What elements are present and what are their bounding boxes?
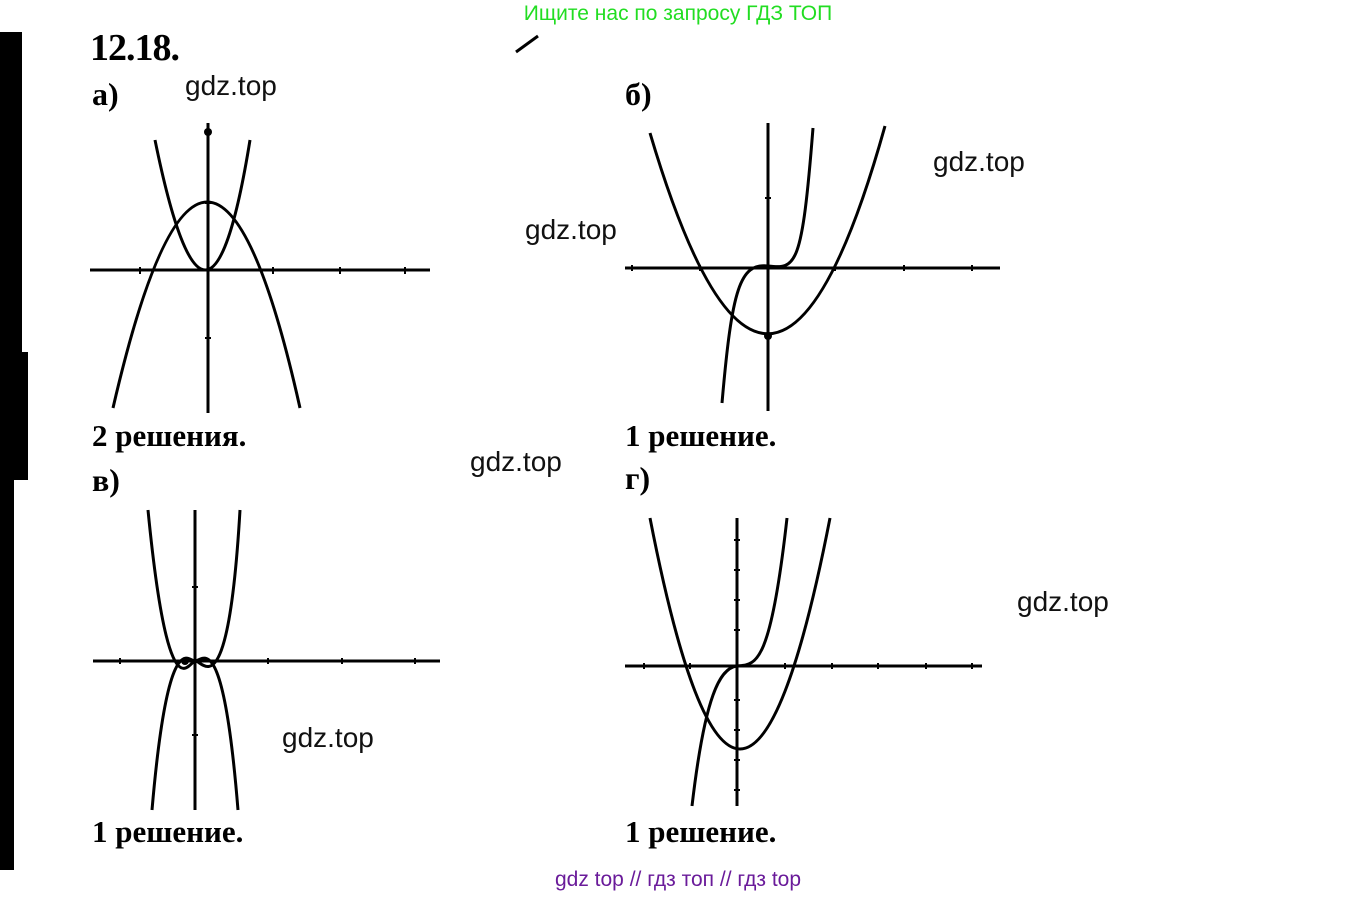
part-c-label: в) [92, 462, 120, 498]
curve-cubic [720, 127, 815, 404]
scan-edge-artifact [0, 352, 28, 480]
promo-banner[interactable]: Ищите нас по запросу ГДЗ ТОП [523, 2, 833, 25]
problem-number: 12.18. [90, 27, 180, 69]
pen-mark [515, 34, 539, 54]
watermark: gdz.top [933, 146, 1025, 177]
watermark: gdz.top [1017, 586, 1109, 617]
part-c-result: 1 решение. [92, 814, 244, 849]
watermark: gdz.top [525, 214, 617, 245]
watermark: gdz.top [282, 722, 374, 753]
watermark: gdz.top [470, 446, 562, 477]
part-a-label: а) [92, 76, 119, 112]
scan-edge-artifact [0, 480, 14, 870]
part-a-result: 2 решения. [92, 418, 247, 453]
graph-d [625, 517, 982, 807]
part-d-result: 1 решение. [625, 814, 777, 849]
curve-downward-parabola [111, 200, 302, 409]
part-b-label: б) [625, 76, 652, 112]
graph-a [90, 123, 430, 413]
curve-downward-parabola [150, 656, 240, 811]
part-b-result: 1 решение. [625, 418, 777, 453]
footer-link[interactable]: gdz top // гдз топ // гдз top [554, 868, 802, 891]
curve-upward-parabola [648, 517, 832, 751]
part-d-label: г) [625, 460, 651, 496]
graph-c [93, 509, 440, 811]
watermark: gdz.top [185, 70, 277, 101]
scan-edge-artifact [0, 32, 22, 362]
graph-b [625, 123, 1000, 411]
curve-upward-parabola [153, 139, 252, 272]
curve-cubic [690, 517, 789, 807]
